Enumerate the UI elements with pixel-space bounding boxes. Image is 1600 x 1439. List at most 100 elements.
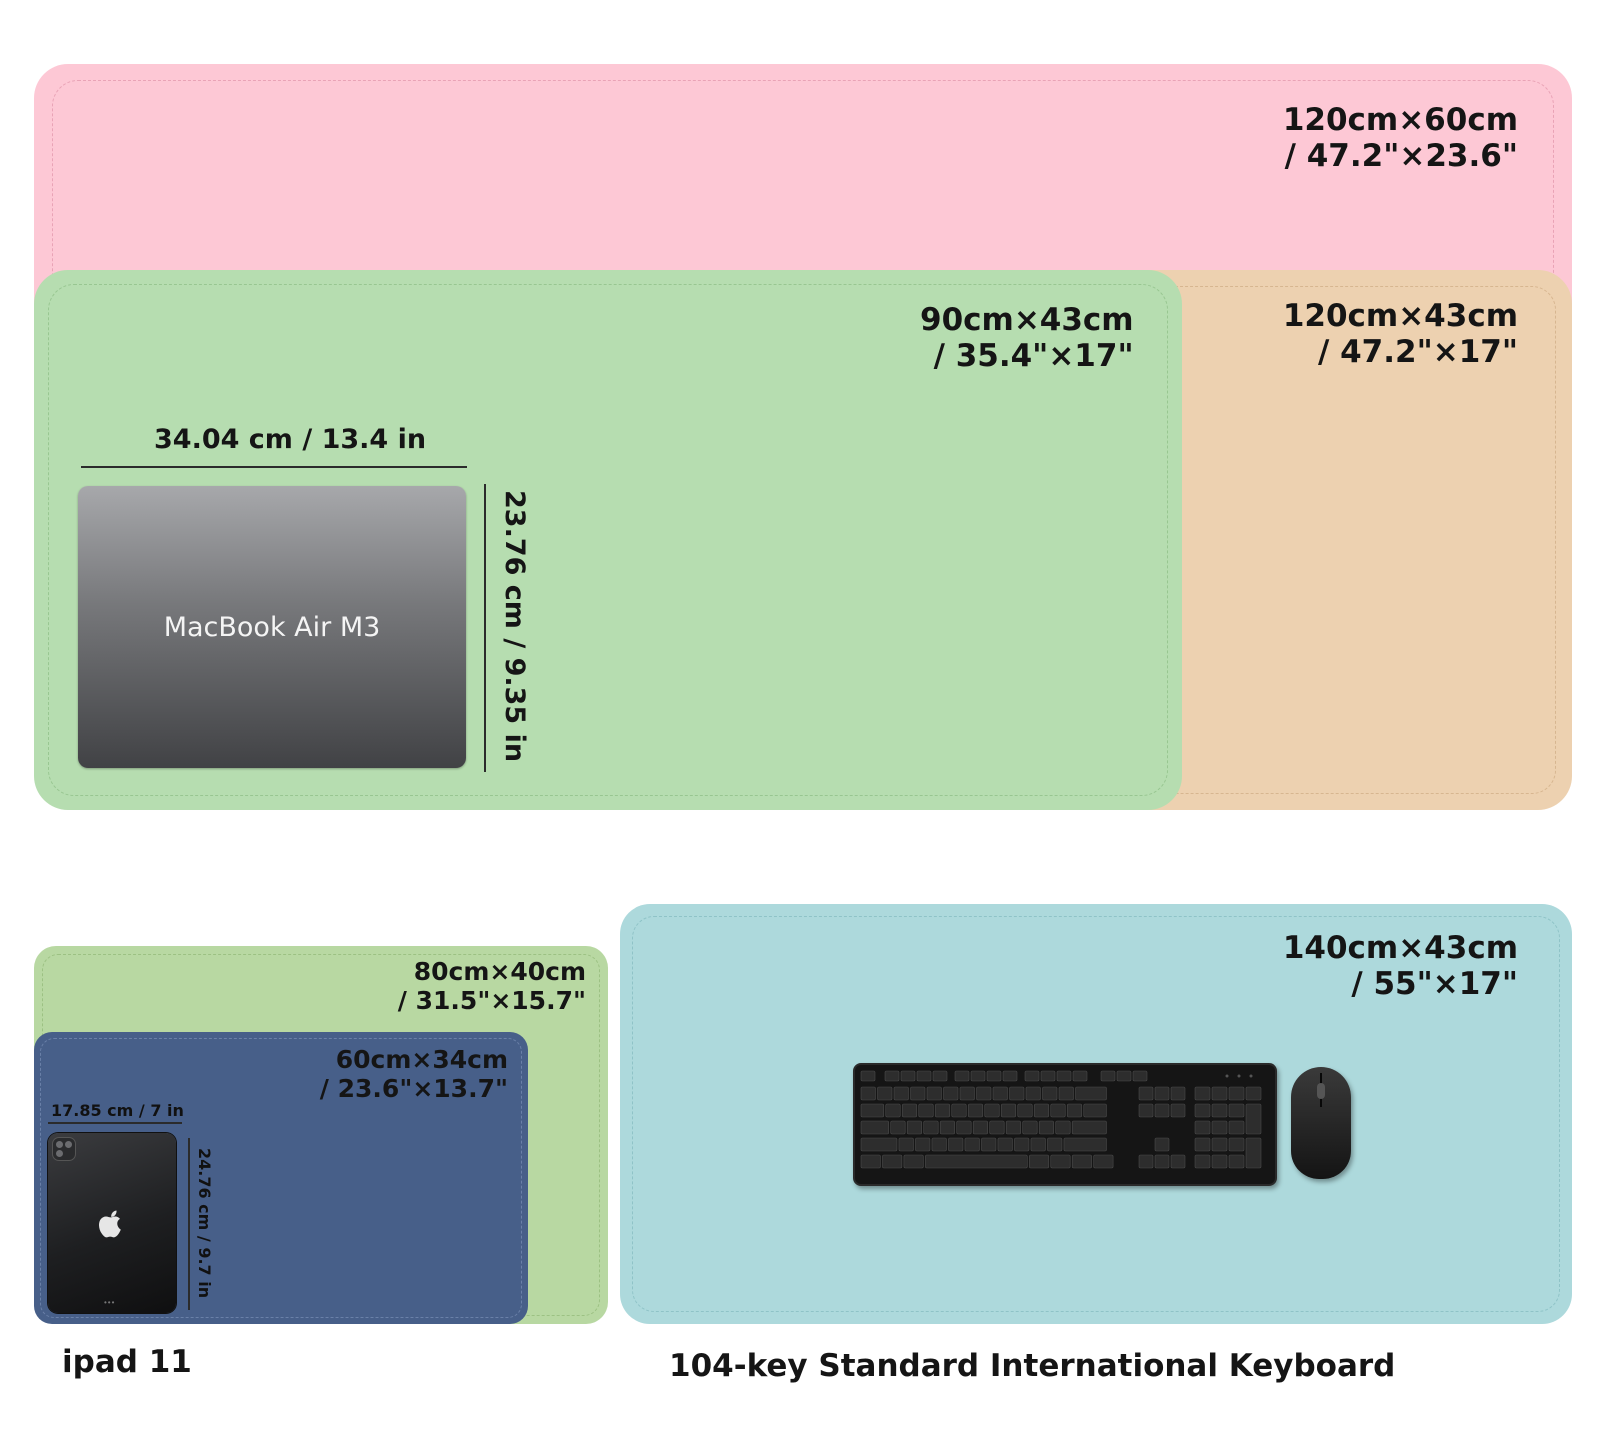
keyboard-key	[910, 1086, 926, 1101]
keyboard-key	[925, 1154, 1028, 1169]
mouse-scroll-wheel	[1317, 1083, 1325, 1099]
keyboard-key	[984, 1103, 1000, 1118]
camera-module-icon	[53, 1138, 75, 1160]
keyboard-key	[1154, 1086, 1170, 1101]
keyboard-key	[1047, 1137, 1063, 1152]
keyboard-key	[939, 1120, 955, 1135]
mat-green-small-dimensions: 80cm×40cm / 31.5"×15.7"	[398, 957, 586, 1016]
keyboard-key	[882, 1154, 903, 1169]
dimension-imperial: / 35.4"×17"	[933, 338, 1134, 375]
keyboard-key	[1228, 1137, 1245, 1152]
tablet-connector: •••	[104, 1298, 116, 1307]
keyboard-key	[1211, 1086, 1228, 1101]
keyboard-key	[967, 1103, 984, 1118]
keyboard-key	[992, 1086, 1008, 1101]
keyboard-key	[860, 1070, 876, 1082]
keyboard-key	[1194, 1103, 1211, 1118]
tablet-height-label: 24.76 cm / 9.7 in	[195, 1148, 214, 1299]
keyboard-key	[1024, 1070, 1040, 1082]
keyboard-key	[964, 1137, 980, 1152]
keyboard-key	[918, 1103, 934, 1118]
keyboard-key	[1042, 1086, 1058, 1101]
keyboard-key	[893, 1086, 909, 1101]
dimension-imperial: / 31.5"×15.7"	[397, 986, 586, 1016]
keyboard-key	[1071, 1154, 1092, 1169]
keyboard-key	[860, 1137, 898, 1152]
keyboard-key	[1093, 1154, 1114, 1169]
keyboard-key	[1071, 1120, 1107, 1135]
keyboard-key	[1083, 1103, 1107, 1118]
keyboard-key	[1194, 1154, 1211, 1169]
keyboard-key	[1228, 1154, 1245, 1169]
tablet-width-label: 17.85 cm / 7 in	[51, 1101, 184, 1120]
keyboard-key	[1100, 1070, 1116, 1082]
keyboard-key	[986, 1070, 1002, 1082]
mat-blue-dimensions: 60cm×34cm / 23.6"×13.7"	[320, 1045, 508, 1104]
keyboard-key	[1211, 1137, 1228, 1152]
dimension-imperial: / 55"×17"	[1351, 966, 1518, 1003]
keyboard-key	[916, 1070, 932, 1082]
keyboard-key	[1211, 1120, 1228, 1135]
indicator-light	[1249, 1074, 1253, 1078]
mat-tan-dimensions: 120cm×43cm / 47.2"×17"	[1283, 298, 1518, 371]
keyboard-key	[1030, 1137, 1046, 1152]
dimension-metric: 120cm×60cm	[1282, 102, 1518, 138]
tablet-caption: ipad 11	[62, 1344, 192, 1380]
keyboard-key	[877, 1086, 893, 1101]
keyboard-key	[954, 1070, 970, 1082]
keyboard-key	[1022, 1120, 1038, 1135]
mouse-icon	[1291, 1067, 1351, 1179]
keyboard-key	[931, 1137, 947, 1152]
keyboard-key	[932, 1070, 948, 1082]
keyboard-key	[1170, 1086, 1186, 1101]
keyboard-key	[1072, 1070, 1088, 1082]
keyboard-key	[959, 1086, 975, 1101]
tablet-width-line	[48, 1122, 182, 1124]
keyboard-key	[934, 1103, 951, 1118]
keyboard-key	[903, 1154, 924, 1169]
keyboard-key	[860, 1154, 881, 1169]
keyboard-key	[1009, 1086, 1025, 1101]
dimension-metric: 120cm×43cm	[1282, 298, 1518, 334]
keyboard-key	[1058, 1086, 1074, 1101]
keyboard-key	[906, 1120, 923, 1135]
keyboard-key	[884, 1070, 900, 1082]
dimension-metric: 90cm×43cm	[920, 302, 1134, 338]
keyboard-key	[1154, 1103, 1170, 1118]
laptop-image: MacBook Air M3	[78, 486, 466, 768]
keyboard-key	[1025, 1086, 1041, 1101]
dimension-metric: 140cm×43cm	[1282, 930, 1518, 966]
mat-cyan-dimensions: 140cm×43cm / 55"×17"	[1283, 930, 1518, 1003]
keyboard-key	[1194, 1120, 1211, 1135]
keyboard-key	[860, 1120, 890, 1135]
keyboard-key	[860, 1103, 885, 1118]
keyboard-key	[951, 1103, 967, 1118]
keyboard-key	[1063, 1137, 1107, 1152]
keyboard-key	[923, 1120, 939, 1135]
keyboard-key	[860, 1086, 876, 1101]
keyboard-key	[1056, 1070, 1072, 1082]
dimension-metric: 60cm×34cm	[335, 1045, 508, 1074]
keyboard-key	[1050, 1103, 1066, 1118]
mat-green-large-dimensions: 90cm×43cm / 35.4"×17"	[920, 302, 1134, 375]
keyboard-key	[997, 1137, 1013, 1152]
tablet-image: •••	[48, 1133, 176, 1313]
keyboard-key	[1005, 1120, 1021, 1135]
keyboard-key	[1228, 1103, 1245, 1118]
keyboard-key	[981, 1137, 997, 1152]
dimension-metric: 80cm×40cm	[413, 957, 586, 986]
keyboard-key	[972, 1120, 988, 1135]
mat-tan	[1120, 270, 1572, 810]
laptop-width-label: 34.04 cm / 13.4 in	[154, 424, 427, 455]
keyboard-key	[970, 1070, 986, 1082]
laptop-height-label: 23.76 cm / 9.35 in	[499, 490, 530, 763]
keyboard-key	[1033, 1103, 1050, 1118]
keyboard-key	[926, 1086, 942, 1101]
laptop-width-line	[81, 466, 467, 468]
keyboard-key	[1116, 1070, 1132, 1082]
keyboard-key	[1194, 1137, 1211, 1152]
keyboard-key	[1170, 1103, 1186, 1118]
keyboard-key	[890, 1120, 906, 1135]
keyboard-key	[1002, 1070, 1018, 1082]
dimension-imperial: / 47.2"×23.6"	[1284, 138, 1518, 175]
